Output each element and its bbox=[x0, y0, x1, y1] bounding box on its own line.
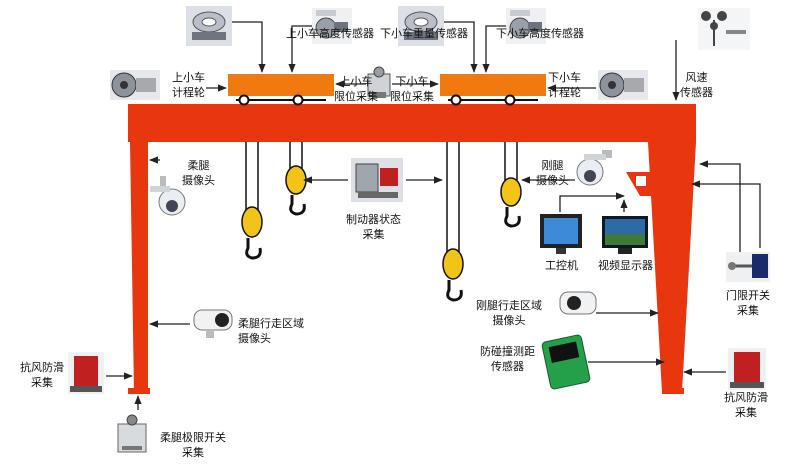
rigid-leg-foot bbox=[662, 388, 684, 394]
rail-clamp-icon bbox=[728, 348, 766, 390]
upper-trolley-wheel bbox=[292, 94, 304, 106]
anti-collision-label: 防碰撞测距 传感器 bbox=[480, 345, 535, 373]
video-display-label: 视频显示器 bbox=[598, 259, 653, 272]
load-cell-icon bbox=[398, 6, 444, 46]
connector-arrows bbox=[106, 21, 761, 410]
upper-trolley-wheel bbox=[238, 94, 250, 106]
lower-weight-sensor-label: 下小车重量传感器 bbox=[380, 27, 468, 40]
rigid-leg bbox=[648, 142, 696, 392]
hook-block bbox=[241, 165, 522, 302]
limit-switch-icon bbox=[367, 66, 391, 98]
lower-odometer-label: 下小车 计程轮 bbox=[548, 71, 581, 99]
rigid-travel-camera-label: 刚腿行走区域 摄像头 bbox=[476, 299, 542, 327]
encoder-icon bbox=[506, 8, 546, 44]
rigid-leg-bracket-window bbox=[636, 176, 646, 186]
lower-trolley bbox=[440, 74, 546, 106]
dome-camera-icon bbox=[576, 150, 612, 186]
upper-limit-label: 上小车 限位采集 bbox=[334, 75, 378, 103]
lower-limit-label: 下小车 限位采集 bbox=[390, 75, 434, 103]
main-girder bbox=[128, 104, 696, 142]
gate-limit-label: 门限开关 采集 bbox=[726, 289, 770, 317]
bullet-camera-icon bbox=[559, 291, 597, 315]
ipc-label: 工控机 bbox=[545, 259, 578, 272]
flex-travel-camera-label: 柔腿行走区域 摄像头 bbox=[238, 317, 304, 345]
anemometer-icon bbox=[698, 8, 750, 50]
crane-structure bbox=[128, 104, 696, 394]
lower-trolley-wheel bbox=[450, 94, 462, 106]
lower-height-sensor-label: 下小车高度传感器 bbox=[496, 27, 584, 40]
flex-limit-switch-label: 柔腿极限开关 采集 bbox=[160, 431, 226, 459]
load-cell-icon bbox=[186, 6, 232, 46]
ipc-monitor-icon bbox=[540, 214, 582, 254]
upper-height-sensor-label: 上小车高度传感器 bbox=[286, 27, 374, 40]
lower-trolley-wheel bbox=[504, 94, 516, 106]
limit-switch-icon bbox=[117, 414, 147, 453]
wind-antislip-left-label: 抗风防滑 采集 bbox=[20, 361, 64, 389]
brake-icon bbox=[351, 158, 403, 202]
upper-trolley-body bbox=[228, 74, 334, 96]
brake-status-label: 制动器状态 采集 bbox=[346, 213, 401, 241]
video-monitor-icon bbox=[602, 216, 648, 254]
flexible-leg-foot bbox=[128, 388, 150, 394]
odometer-wheel-icon bbox=[598, 70, 648, 100]
bullet-camera-icon bbox=[193, 309, 233, 338]
lower-trolley-body bbox=[440, 74, 546, 96]
upper-odometer-label: 上小车 计程轮 bbox=[172, 71, 205, 99]
encoder-icon bbox=[312, 8, 352, 44]
gate-switch-icon bbox=[726, 252, 770, 282]
wind-antislip-right-label: 抗风防滑 采集 bbox=[724, 391, 768, 419]
hook-assembly bbox=[245, 142, 518, 256]
flex-leg-camera-label: 柔腿 摄像头 bbox=[182, 159, 215, 187]
dome-camera-icon bbox=[150, 176, 186, 216]
rail-clamp-icon bbox=[68, 352, 104, 394]
flexible-leg bbox=[130, 142, 148, 392]
rigid-leg-camera-label: 刚腿 摄像头 bbox=[536, 159, 569, 187]
odometer-wheel-icon bbox=[110, 70, 160, 100]
wind-speed-label: 风速 传感器 bbox=[680, 71, 713, 99]
radar-sensor-icon bbox=[541, 334, 591, 390]
upper-trolley bbox=[228, 74, 334, 106]
